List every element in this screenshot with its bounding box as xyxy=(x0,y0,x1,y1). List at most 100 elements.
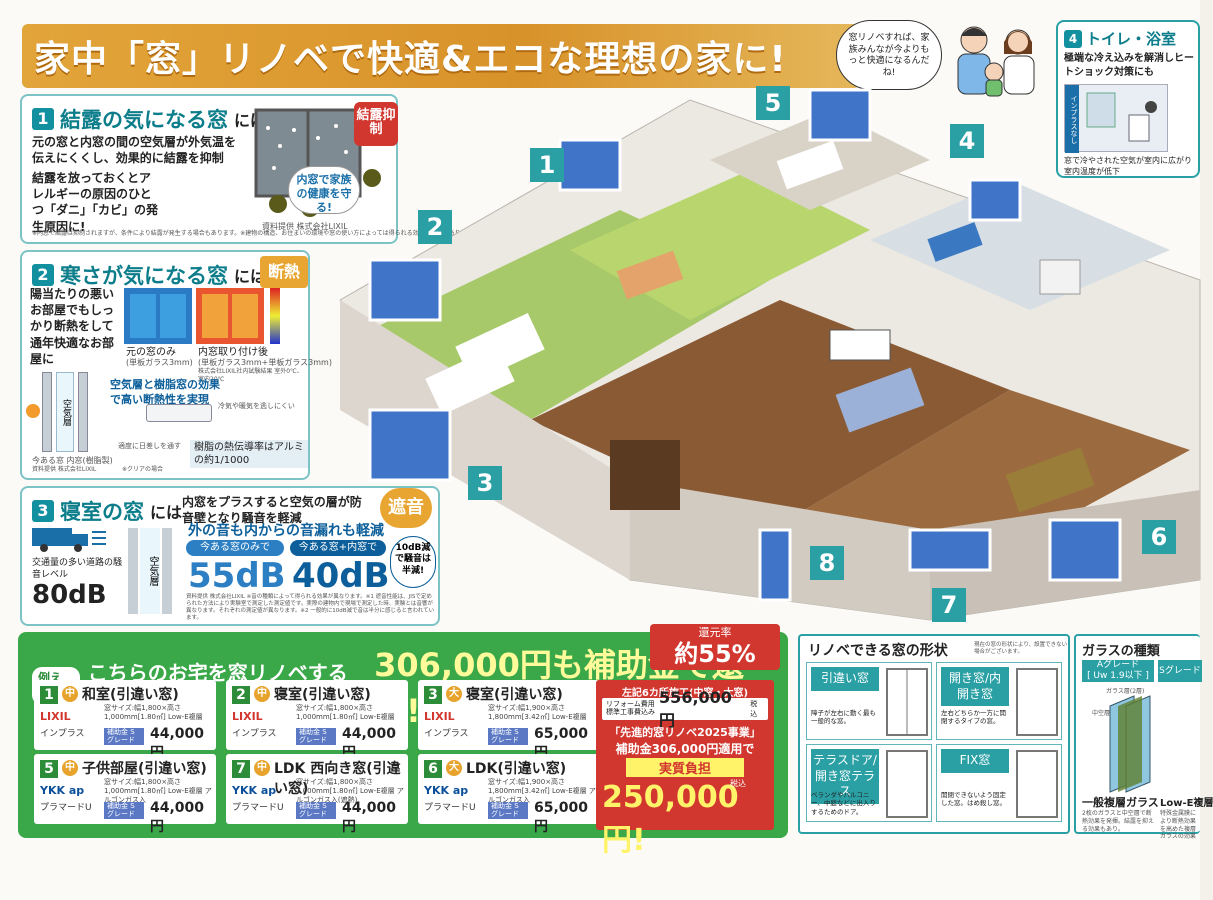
window-shape-card: FIX窓開閉できないよう固定した窓。はめ殺し窓。 xyxy=(936,744,1062,822)
house-floorplan xyxy=(339,88,1201,621)
item-spec: 窓サイズ:幅1,800×高さ1,000mm[1.80㎡] Low-E複層 xyxy=(104,704,203,721)
section-2-title: 寒さが気になる窓 xyxy=(60,264,228,288)
air-layer-label: 空気層 xyxy=(56,372,74,452)
price-total: 556,000円 xyxy=(659,687,732,730)
grade-a-label: Aグレード [ Uw 1.9以下 ] xyxy=(1082,660,1154,682)
window-shape-label: 開き窓/内開き窓 xyxy=(941,667,1009,707)
sound-air-label: 空気層 xyxy=(140,528,160,614)
section-1-title: 結露の気になる窓 xyxy=(60,108,228,132)
item-grade: 補助金 Sグレード xyxy=(296,728,336,746)
section-2-badge: 断熱 xyxy=(260,256,308,288)
house-number-2: 2 xyxy=(418,210,452,244)
house-number-4: 4 xyxy=(950,124,984,158)
house-number-8: 8 xyxy=(810,546,844,580)
price-final-label: 実質負担 xyxy=(626,758,744,777)
thermal-note: 株式会社LIXIL社内試験結果 室外0℃、室内20℃ xyxy=(198,368,303,383)
glass-name-1: 一般複層ガラス xyxy=(1082,796,1159,809)
item-size-icon: 中 xyxy=(62,686,78,702)
thermal-image-before xyxy=(124,288,192,344)
section-2-credit2: ※クリアの場合 xyxy=(122,466,164,473)
window-shape-desc: 左右どちらか一方に開閉するタイプの窓。 xyxy=(941,709,1006,726)
price-head: 左記6カ所施工(中窓・大窓) xyxy=(621,688,749,699)
item-size-icon: 中 xyxy=(62,760,78,776)
window-shape-label: 引違い窓 xyxy=(811,667,879,691)
window-shape-icon xyxy=(886,668,928,736)
section-2-desc: 陽当たりの悪いお部屋でもしっかり断熱をして通年快適なお部屋に xyxy=(30,287,115,366)
thermal-caption-1s: (単板ガラス3mm) xyxy=(126,358,193,367)
toilet-icon xyxy=(1086,92,1157,142)
section-1-badge: 結露抑制 xyxy=(354,102,398,146)
item-name: 寝室(引違い窓) xyxy=(466,687,563,703)
window-shape-card: テラスドア/開き窓テラスベランダやバルコニー、中庭などに出入りするためのドア。 xyxy=(806,744,932,822)
glass-types-panel: ガラスの種類 Aグレード [ Uw 1.9以下 ] Sグレード ガラス層(2層)… xyxy=(1074,634,1213,840)
item-number: 6 xyxy=(424,760,442,778)
house-number-7: 7 xyxy=(932,588,966,622)
window-shape-icon xyxy=(886,750,928,818)
price-program: 「先進的窓リノベ2025事業」 xyxy=(609,726,761,739)
item-product: プラマードU xyxy=(232,803,284,813)
window-shape-icon xyxy=(1016,668,1058,736)
return-rate-box: 還元率 約55% xyxy=(650,624,780,670)
section-1-card: 1 結露の気になる窓 には 元の窓と内窓の間の空気層が外気温を伝えにくくし、効果… xyxy=(20,94,478,244)
air-conditioner-icon xyxy=(146,404,212,422)
truck-icon xyxy=(32,528,106,552)
grade-s-label: Sグレード xyxy=(1158,660,1202,682)
house-number-3: 3 xyxy=(468,466,502,500)
sun-note: 適度に日差しを通す xyxy=(118,442,181,450)
item-name: LDK 西向き窓(引違い窓) xyxy=(274,761,401,797)
window-labels: 今ある窓 内窓(樹脂製) xyxy=(32,456,113,465)
thermal-scale xyxy=(270,288,280,344)
item-product: インプラス xyxy=(40,729,85,739)
price-label: リフォーム費用 標準工事費込み xyxy=(606,700,655,716)
cold-air-note: 冷気や暖気を逃しにくい xyxy=(218,402,295,410)
section-3-badge: 遮音 xyxy=(380,488,432,528)
section-1-desc: 元の窓と内窓の間の空気層が外気温を伝えにくくし、効果的に結露を抑制 xyxy=(32,135,237,166)
item-grade: 補助金 Sグレード xyxy=(488,802,528,820)
window-shapes-title: リノベできる窓の形状 xyxy=(808,643,948,659)
item-brand: LIXIL xyxy=(40,710,71,723)
section-3-suffix: には xyxy=(150,503,183,522)
price-apply: 補助金306,000円適用で xyxy=(615,742,755,756)
section-4-desc2: 窓で冷やされた空気が室内に広がり室内温度が低下 xyxy=(1064,156,1192,176)
item-product: プラマードU xyxy=(40,803,92,813)
price-tax: 税込 xyxy=(750,700,758,718)
item-number: 7 xyxy=(232,760,250,778)
house-number-5: 5 xyxy=(756,86,790,120)
section-2-credit: 資料提供 株式会社LIXIL xyxy=(32,466,97,473)
item-grade: 補助金 Sグレード xyxy=(104,728,144,746)
window-shapes-note: 現在の窓の形状により、設置できない場合がございます。 xyxy=(974,642,1068,656)
item-spec: 窓サイズ:幅1,900×高さ1,800mm[3.42㎡] Low-E複層 アルゴ… xyxy=(488,778,596,804)
family-illustration xyxy=(957,26,1035,97)
section-3-card: 3 寝室の窓 には 内窓をプラスすると空気の層が防音壁となり騒音を軽減 遮音 外… xyxy=(20,486,440,626)
section-1-desc2: 結露を放っておくとアレルギーの原因のひとつ「ダニ」「カビ」の発生原因に! xyxy=(32,171,159,234)
page-title: 家中「窓」リノベで快適&エコな理想の家に! xyxy=(34,39,787,80)
item-product: インプラス xyxy=(424,729,469,739)
thermal-image-after xyxy=(196,288,264,344)
window-shape-icon xyxy=(1016,750,1058,818)
road-noise-label: 交通量の多い道路の騒音レベル xyxy=(32,558,123,580)
section-3-desc: 内窓をプラスすると空気の層が防音壁となり騒音を軽減 xyxy=(182,495,362,526)
item-product: インプラス xyxy=(232,729,277,739)
title-banner: 家中「窓」リノベで快適&エコな理想の家に! xyxy=(22,24,860,88)
window-shape-desc: 開閉できないよう固定した窓。はめ殺し窓。 xyxy=(941,791,1006,808)
item-amount: 44,000円 xyxy=(342,800,397,835)
item-name: 子供部屋(引違い窓) xyxy=(82,761,207,777)
window-shape-label: テラスドア/開き窓テラス xyxy=(811,749,879,804)
item-brand: YKK ap xyxy=(424,784,469,797)
item-spec: 窓サイズ:幅1,800×高さ1,000mm[1.80㎡] Low-E複層 アルゴ… xyxy=(104,778,212,804)
section-2-point: 空気層と樹脂窓の効果で高い断熱性を実現 xyxy=(110,378,220,406)
sound-window-diagram: 空気層 xyxy=(126,528,176,614)
window-shape-desc: ベランダやバルコニー、中庭などに出入りするためのドア。 xyxy=(811,791,876,816)
item-size-icon: 中 xyxy=(254,686,270,702)
item-brand: YKK ap xyxy=(40,784,85,797)
item-grade: 補助金 Sグレード xyxy=(488,728,528,746)
item-brand: LIXIL xyxy=(424,710,455,723)
price-tax2: 税込 xyxy=(730,779,746,788)
section-1-number: 1 xyxy=(32,108,54,130)
section-4-number: 4 xyxy=(1064,29,1082,48)
